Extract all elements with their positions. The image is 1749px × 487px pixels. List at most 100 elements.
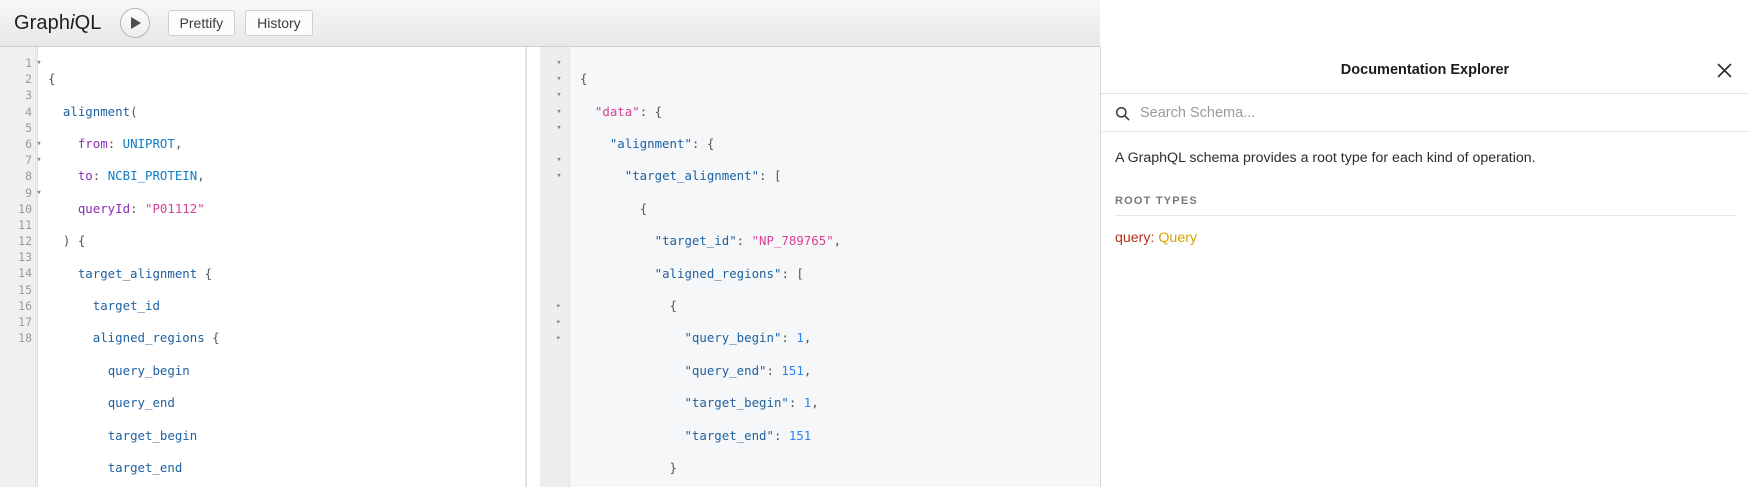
logo-text-i: i	[70, 11, 75, 34]
code-line: aligned_regions {	[92, 330, 220, 346]
line-number: 17	[18, 315, 32, 329]
line-number: 5	[25, 120, 32, 135]
fold-toggle-collapsed-icon[interactable]: ▸	[556, 317, 562, 327]
token-value-target-begin: 1	[803, 395, 812, 411]
fold-toggle-icon[interactable]: ▾	[556, 58, 562, 68]
token-value-query-end: 151	[781, 362, 804, 378]
token-key-target-alignment: "target_alignment"	[624, 168, 760, 184]
token-arg-from: from	[77, 135, 108, 151]
history-button[interactable]: History	[245, 10, 313, 36]
fold-toggle-icon[interactable]: ▾	[36, 138, 42, 149]
logo-text-before: Graph	[14, 11, 71, 34]
token-value-queryid: "P01112"	[144, 200, 205, 216]
schema-description: A GraphQL schema provides a root type fo…	[1115, 150, 1536, 166]
fold-toggle-icon[interactable]: ▾	[556, 106, 562, 117]
token-arg-queryid: queryId	[77, 200, 131, 216]
code-line: from: UNIPROT,	[77, 135, 183, 151]
line-number: 14	[18, 266, 32, 281]
fold-row: ▾	[540, 87, 569, 103]
fold-toggle-collapsed-icon[interactable]: ▸	[556, 300, 562, 311]
execute-query-button[interactable]	[119, 8, 150, 38]
editor-left-rule	[35, 47, 36, 487]
line-number: 16	[18, 298, 32, 313]
fold-row: ▾	[540, 152, 569, 168]
fold-row: ▾	[540, 71, 569, 87]
token-field-aligned-regions: aligned_regions	[92, 330, 205, 346]
fold-row: ▸	[540, 330, 569, 346]
token-field-target-begin: target_begin	[107, 427, 198, 443]
query-editor-code[interactable]: { alignment( from: UNIPROT, to: NCBI_PRO…	[38, 47, 540, 487]
line-number: 13	[18, 250, 32, 265]
code-line: "target_end": 151	[684, 427, 812, 443]
fold-toggle-icon[interactable]: ▾	[36, 187, 42, 198]
app-logo: GraphiQL	[14, 12, 102, 35]
close-icon[interactable]	[1713, 59, 1735, 81]
search-icon	[1115, 106, 1130, 121]
code-line: target_end	[48, 460, 540, 476]
documentation-explorer-panel: Documentation Explorer	[1100, 47, 1749, 487]
fold-toggle-icon[interactable]: ▾	[36, 58, 42, 68]
fold-row: ▾	[540, 55, 569, 71]
fold-row	[540, 217, 569, 233]
main-area: 1▾ 2 3 4 5 6▾ 7▾ 8 9▾ 10 11 12 13 14	[0, 47, 1749, 487]
fold-toggle-icon[interactable]: ▾	[556, 171, 562, 182]
token-key-alignment: "alignment"	[609, 135, 692, 151]
query-editor-gutter: 1▾ 2 3 4 5 6▾ 7▾ 8 9▾ 10 11 12 13 14	[0, 47, 42, 487]
token-field-query-end: query_end	[107, 395, 175, 411]
code-line: alignment(	[62, 103, 138, 119]
fold-toggle-icon[interactable]: ▾	[556, 90, 562, 101]
root-type-link[interactable]: Query	[1158, 229, 1198, 246]
editor-pane-divider[interactable]	[525, 47, 527, 487]
search-input[interactable]	[1138, 104, 1735, 122]
query-editor-pane[interactable]: 1▾ 2 3 4 5 6▾ 7▾ 8 9▾ 10 11 12 13 14	[0, 47, 540, 487]
doc-explorer-title: Documentation Explorer	[1340, 62, 1510, 78]
token-field-target-alignment: target_alignment	[77, 265, 198, 281]
response-code: { "data": { "alignment": { "target_align…	[570, 47, 1100, 487]
root-types-heading: ROOT TYPES	[1115, 195, 1735, 216]
fold-toggle-icon[interactable]: ▾	[36, 155, 42, 166]
doc-search-row[interactable]	[1101, 94, 1749, 132]
fold-toggle-icon[interactable]: ▾	[556, 122, 562, 133]
line-number: 3	[25, 88, 32, 103]
fold-row	[540, 185, 569, 201]
code-line: target_begin	[48, 428, 540, 444]
code-line: "query_end": 151,	[684, 362, 812, 378]
token-value-target-end: 151	[788, 427, 812, 443]
token-value-target-id: "NP_789765"	[751, 233, 834, 249]
line-number: 9▾	[0, 185, 42, 201]
line-number: 12	[18, 234, 32, 249]
prettify-button[interactable]: Prettify	[167, 10, 236, 36]
line-number: 15	[18, 282, 32, 297]
code-line: queryId: "P01112"	[77, 200, 205, 216]
code-line: "target_begin": 1,	[684, 395, 819, 411]
fold-row: ▾	[540, 120, 569, 136]
line-number: 11	[18, 217, 32, 232]
fold-row	[540, 136, 569, 152]
token-field-target-end: target_end	[107, 459, 183, 475]
token-operation: alignment	[62, 103, 131, 119]
token-key-target-begin: "target_begin"	[684, 395, 789, 411]
code-line: query_end	[48, 395, 540, 411]
code-line: target_id	[48, 298, 540, 314]
toolbar: GraphiQL Prettify History	[0, 0, 1100, 47]
response-pane[interactable]: ▾ ▾ ▾ ▾ ▾ ▾ ▾	[540, 47, 1100, 487]
code-line: {	[639, 200, 648, 216]
token-value-from: UNIPROT	[122, 135, 175, 151]
line-number: 7▾	[0, 152, 42, 168]
code-line: query_begin	[48, 363, 540, 379]
code-line: "alignment": {	[609, 135, 715, 151]
fold-toggle-icon[interactable]: ▾	[556, 74, 562, 85]
code-line: {	[669, 297, 677, 313]
response-gutter: ▾ ▾ ▾ ▾ ▾ ▾ ▾	[540, 47, 570, 487]
line-number: 4	[25, 104, 32, 119]
token-value-to: NCBI_PROTEIN	[107, 168, 198, 184]
fold-row: ▸	[540, 298, 569, 314]
code-line: "data": {	[594, 103, 663, 119]
fold-row	[540, 265, 569, 281]
token-arg-to: to	[77, 168, 93, 184]
fold-row	[540, 282, 569, 298]
token-field-target-id: target_id	[92, 297, 160, 313]
fold-toggle-icon[interactable]: ▾	[556, 155, 562, 166]
code-line: {	[580, 71, 588, 87]
fold-toggle-collapsed-icon[interactable]: ▸	[556, 333, 562, 344]
